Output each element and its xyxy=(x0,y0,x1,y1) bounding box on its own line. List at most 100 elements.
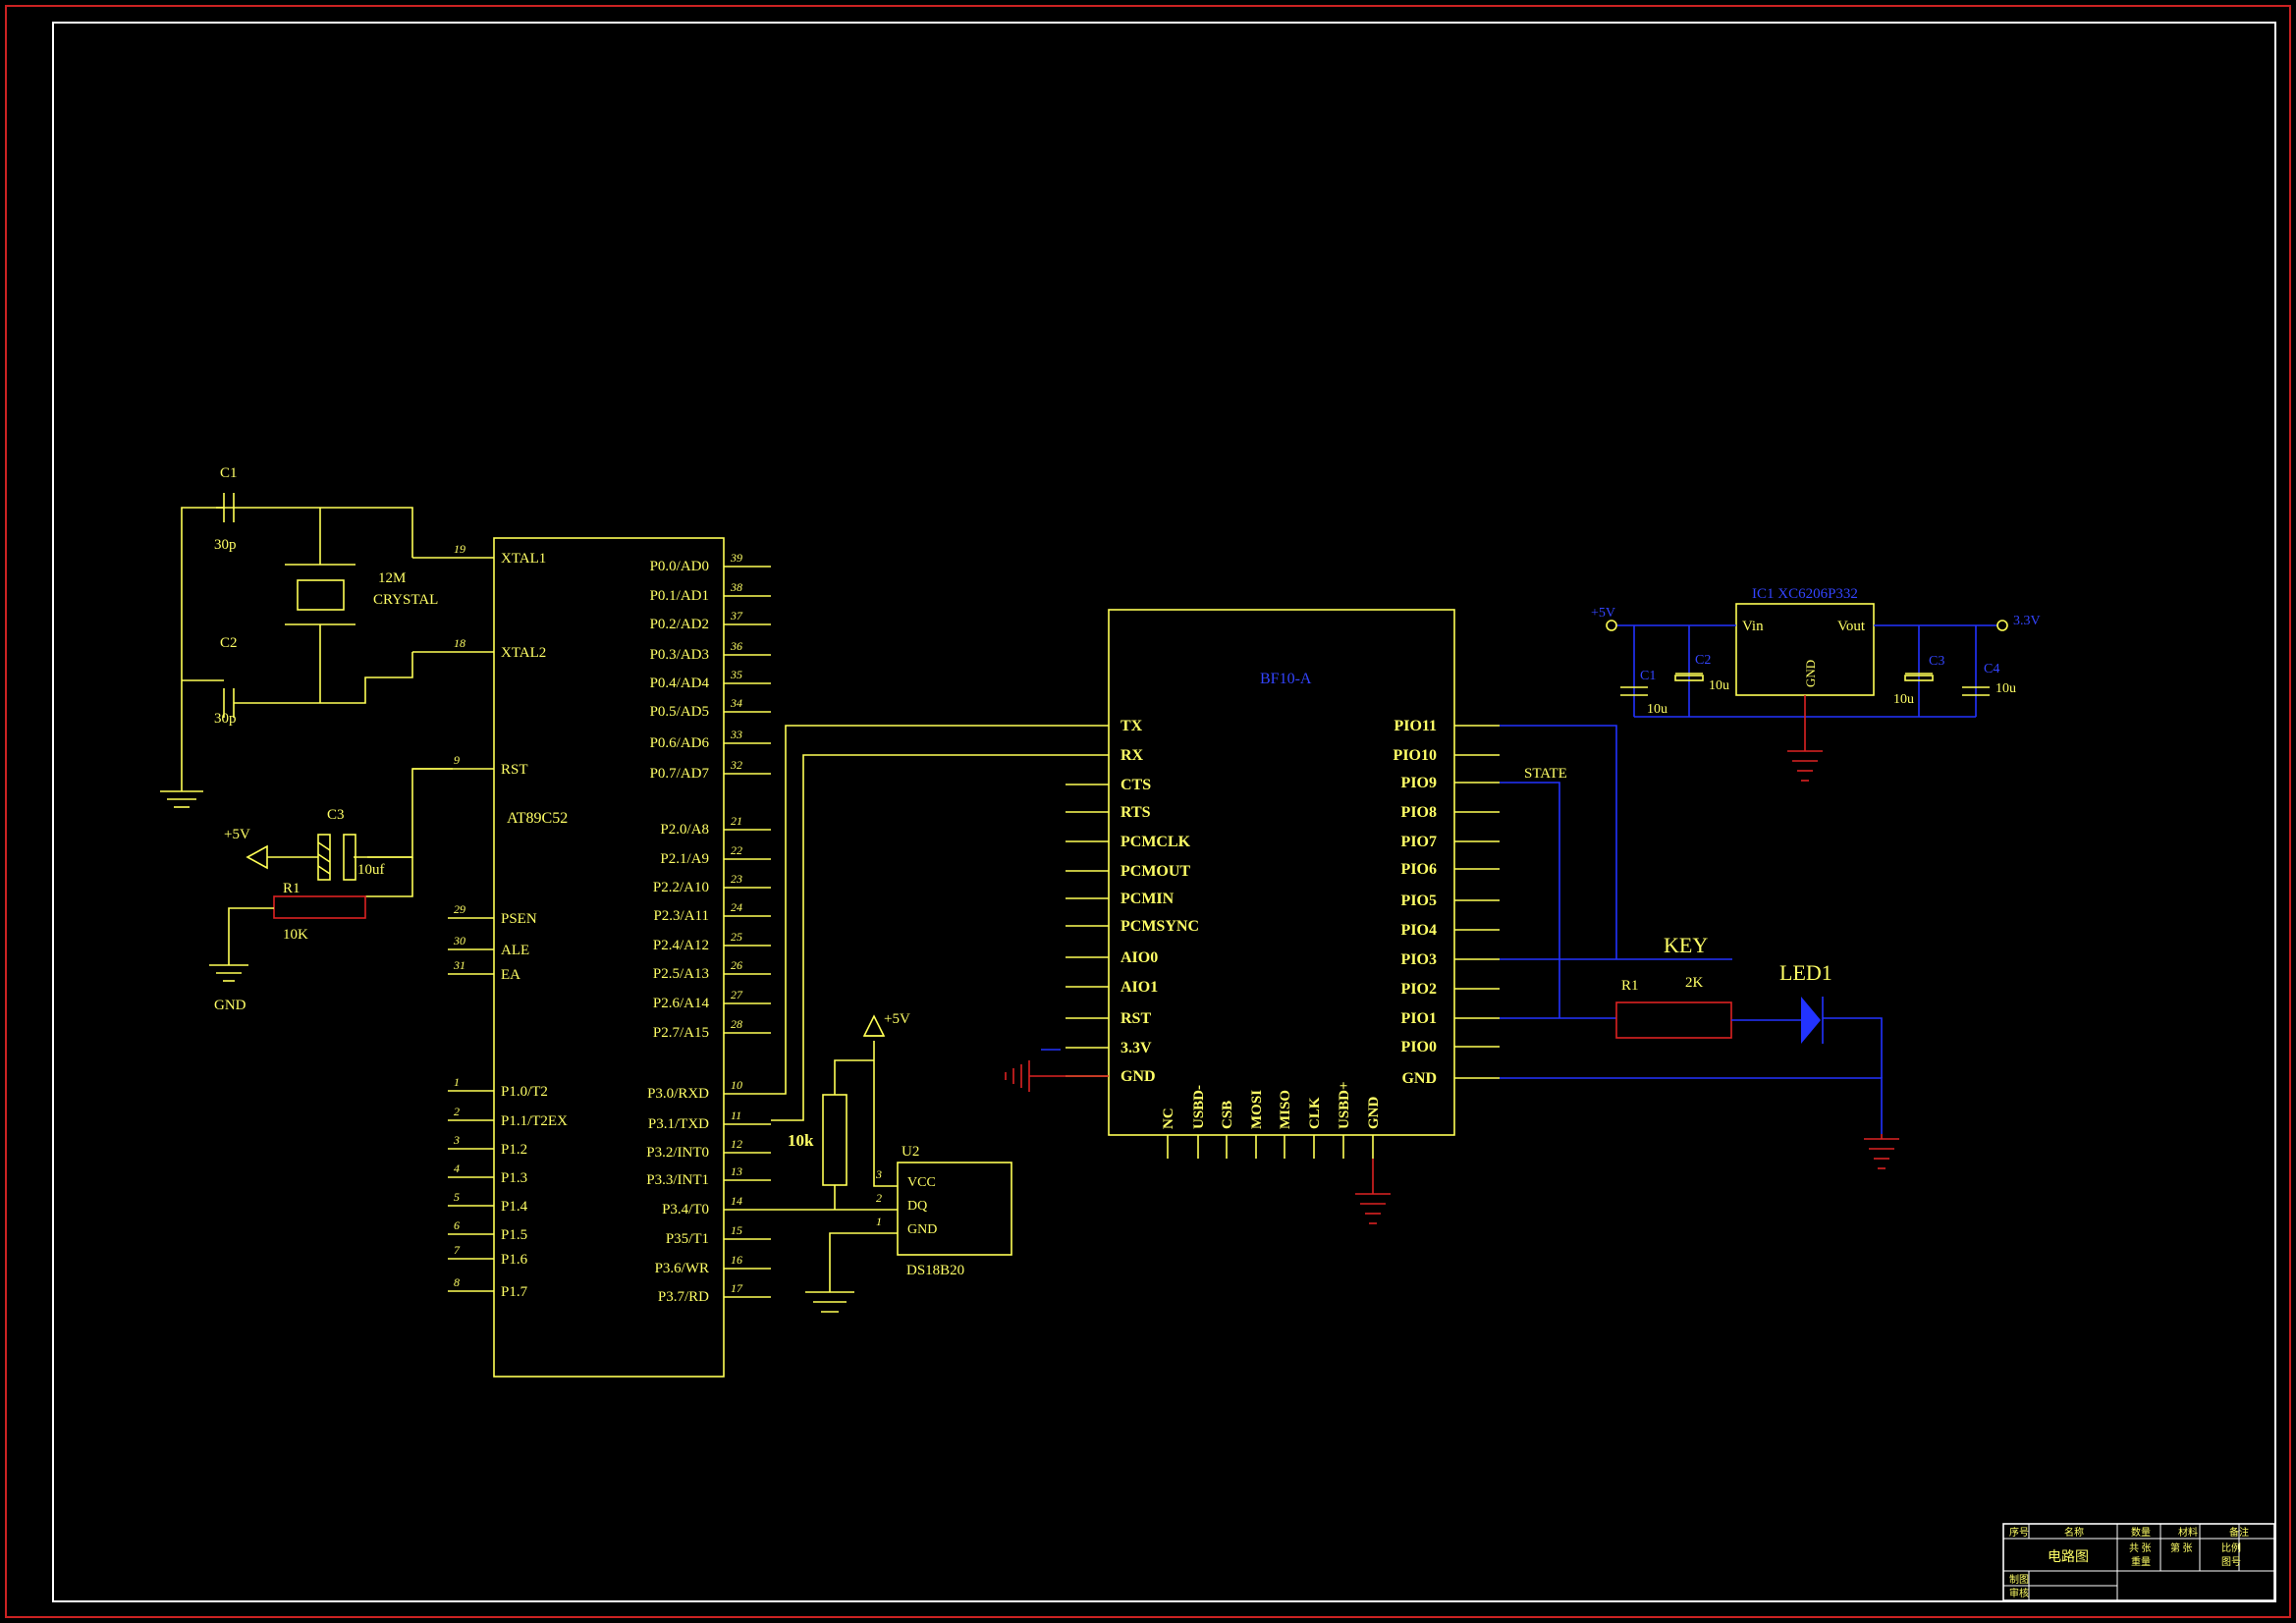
mcu-pin-name: P1.6 xyxy=(501,1252,528,1268)
tb-sheets-current: 第 张 xyxy=(2170,1542,2193,1554)
mcu-right-pins: 39P0.0/AD038P0.1/AD137P0.2/AD236P0.3/AD3… xyxy=(646,551,771,1305)
mcu-pin-number: 37 xyxy=(730,609,743,622)
bt-pin-name: MOSI xyxy=(1249,1090,1265,1129)
mcu-pin-name: XTAL2 xyxy=(501,645,546,661)
mcu-pin-name: P0.7/AD7 xyxy=(650,766,710,782)
mcu-pin-number: 18 xyxy=(454,636,465,650)
mcu-pin-number: 17 xyxy=(731,1281,743,1295)
mcu-pin-name: P1.2 xyxy=(501,1142,527,1158)
mcu-pin-number: 9 xyxy=(454,753,460,767)
mcu-pin-name: P3.2/INT0 xyxy=(646,1145,709,1161)
mcu-at89c52: AT89C52 19XTAL118XTAL29RST29PSEN30ALE31E… xyxy=(412,537,771,1378)
reg-c1-value: 10u xyxy=(1647,702,1667,717)
mcu-pin-name: P2.1/A9 xyxy=(660,851,709,867)
bt-module-name: BF10-A xyxy=(1260,671,1312,687)
key-label: KEY xyxy=(1664,933,1708,957)
tb-header-0: 序号 xyxy=(2009,1526,2029,1539)
crystal-c1-value: 30p xyxy=(214,537,237,553)
mcu-pin-name: PSEN xyxy=(501,911,537,927)
reg-c4-ref: C4 xyxy=(1984,662,1999,676)
bt-pin-name: 3.3V xyxy=(1121,1040,1152,1056)
bt-pin-name: USBD+ xyxy=(1337,1081,1352,1129)
bt-state-label: STATE xyxy=(1524,766,1567,782)
mcu-pin-name: P3.1/TXD xyxy=(648,1116,709,1132)
bt-pin-name: PCMSYNC xyxy=(1121,918,1199,935)
crystal-c1-ref: C1 xyxy=(220,465,238,481)
mcu-pin-number: 22 xyxy=(731,843,742,857)
mcu-pin-name: P0.4/AD4 xyxy=(650,676,710,691)
tb-sheets-total: 共 张 xyxy=(2129,1542,2152,1554)
sensor-vcc-label: +5V xyxy=(884,1011,910,1027)
mcu-pin-number: 5 xyxy=(454,1190,460,1204)
tb-header-2: 数量 xyxy=(2131,1526,2151,1539)
mcu-pin-number: 34 xyxy=(730,696,742,710)
mcu-pin-number: 36 xyxy=(730,639,742,653)
tb-scale: 比例 xyxy=(2221,1542,2241,1554)
mcu-pin-name: P0.0/AD0 xyxy=(650,559,709,574)
mcu-pin-number: 27 xyxy=(731,988,743,1001)
sensor-pin-num-2: 2 xyxy=(876,1191,882,1205)
tb-header-3: 材料 xyxy=(2178,1526,2198,1539)
mcu-pin-number: 11 xyxy=(731,1109,741,1122)
tb-drawing-name: 电路图 xyxy=(2048,1549,2089,1565)
reg-c1-ref: C1 xyxy=(1640,669,1656,683)
bt-pin-name: PIO10 xyxy=(1394,747,1437,764)
reset-c3-ref: C3 xyxy=(327,807,345,823)
reg-c3-ref: C3 xyxy=(1929,654,1944,669)
mcu-pin-name: P2.0/A8 xyxy=(660,822,709,838)
tb-header-1: 名称 xyxy=(2064,1526,2084,1539)
mcu-pin-name: P1.1/T2EX xyxy=(501,1113,568,1129)
mcu-pin-number: 26 xyxy=(731,958,742,972)
sensor-ref: U2 xyxy=(902,1144,919,1160)
mcu-pin-name: P1.3 xyxy=(501,1170,527,1186)
bt-pin-name: AIO0 xyxy=(1121,949,1158,966)
mcu-pin-number: 24 xyxy=(731,900,742,914)
mcu-pin-number: 4 xyxy=(454,1162,460,1175)
mcu-pin-name: P1.5 xyxy=(501,1227,527,1243)
bt-pin-name: PIO8 xyxy=(1401,804,1437,821)
mcu-pin-name: RST xyxy=(501,762,528,778)
reg-c4-value: 10u xyxy=(1995,681,2016,696)
mcu-pin-number: 6 xyxy=(454,1218,460,1232)
bt-pin-name: TX xyxy=(1121,718,1143,734)
tb-role-draw: 制图 xyxy=(2009,1573,2029,1586)
tb-header-4: 备注 xyxy=(2229,1526,2249,1539)
mcu-pin-name: P0.1/AD1 xyxy=(650,588,709,604)
bt-pin-name: RST xyxy=(1121,1010,1151,1027)
mcu-pin-name: P2.7/A15 xyxy=(653,1025,709,1041)
mcu-pin-name: P2.5/A13 xyxy=(653,966,709,982)
regulator-out-label: 3.3V xyxy=(2013,614,2041,628)
mcu-pin-number: 25 xyxy=(731,930,742,944)
mcu-pin-number: 30 xyxy=(453,934,465,947)
mcu-pin-name: P2.2/A10 xyxy=(653,880,709,895)
sensor-ds18b20: U2 DS18B20 VCC DQ GND 3 2 1 +5V 10k xyxy=(771,1011,1012,1313)
mcu-pin-number: 35 xyxy=(730,668,742,681)
mcu-pin-name: P3.6/WR xyxy=(655,1261,709,1276)
mcu-pin-number: 23 xyxy=(731,872,742,886)
sensor-pin-vcc: VCC xyxy=(907,1175,936,1190)
sensor-pin-gnd: GND xyxy=(907,1222,937,1237)
bt-pin-name: GND xyxy=(1401,1070,1437,1087)
uart-wires xyxy=(771,725,1109,1121)
mcu-name: AT89C52 xyxy=(507,810,568,827)
mcu-pin-number: 13 xyxy=(731,1164,742,1178)
crystal-c2-value: 30p xyxy=(214,711,237,727)
mcu-pin-name: P2.4/A12 xyxy=(653,938,709,953)
mcu-pin-name: P3.3/INT1 xyxy=(646,1172,709,1188)
mcu-pin-number: 3 xyxy=(453,1133,460,1147)
mcu-pin-number: 10 xyxy=(731,1078,742,1092)
reset-r1-ref: R1 xyxy=(283,881,301,896)
mcu-pin-number: 21 xyxy=(731,814,742,828)
drawing-border xyxy=(52,22,2276,1602)
bt-pin-name: PIO7 xyxy=(1401,834,1437,850)
bt-pin-name: PIO9 xyxy=(1401,775,1437,791)
bt-pin-name: CLK xyxy=(1307,1097,1323,1129)
sensor-pin-num-1: 1 xyxy=(876,1215,882,1228)
mcu-pin-name: P0.3/AD3 xyxy=(650,647,709,663)
mcu-pin-number: 2 xyxy=(454,1105,460,1118)
mcu-pin-name: P1.7 xyxy=(501,1284,528,1300)
led-label: LED1 xyxy=(1779,960,1832,985)
mcu-pin-name: EA xyxy=(501,967,520,983)
reg-c2-value: 10u xyxy=(1709,678,1729,693)
bt-pin-name: GND xyxy=(1121,1068,1156,1085)
